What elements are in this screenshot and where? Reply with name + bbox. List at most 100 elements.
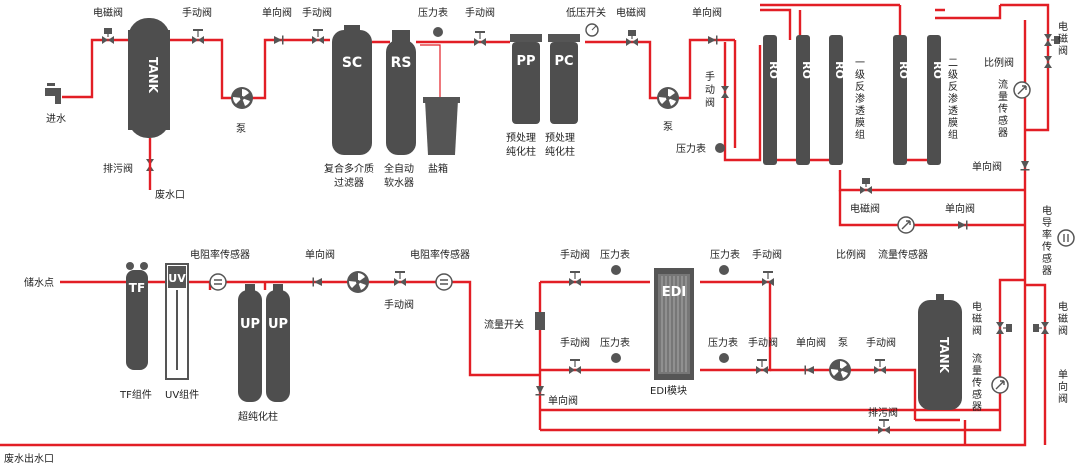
label-multimedia-filter: 复合多介质 — [324, 162, 374, 175]
label-solenoid-valve: 电磁阀 — [93, 6, 123, 19]
edi-module: EDI — [654, 268, 694, 380]
label-ratio-valve: 比例阀 — [836, 248, 866, 261]
equipment-layer: TANK SC RS PP PC — [45, 18, 962, 410]
uv-tag: UV — [168, 272, 186, 285]
up-tag: UP — [268, 317, 288, 332]
label-flow-sensor: 流量传感器 — [878, 248, 928, 261]
label-storage-point: 储水点 — [24, 276, 54, 289]
label-solenoid-left-bottom: 电 磁 阀 — [972, 300, 982, 337]
label-char: 阀 — [1058, 392, 1068, 405]
label-char: 磁 — [972, 312, 982, 325]
manual-valve-icon — [569, 359, 581, 374]
edi-tag: EDI — [662, 285, 687, 300]
flow-sensor-icon — [897, 216, 915, 234]
label-char: 二 — [948, 58, 958, 69]
label-check-valve: 单向阀 — [548, 394, 578, 407]
label-char: 电 — [1058, 20, 1068, 33]
label-inlet: 进水 — [46, 113, 66, 125]
label-solenoid-right-bottom: 电 磁 阀 — [1058, 300, 1068, 337]
label-pressure-gauge: 压力表 — [708, 336, 738, 349]
ro-membrane: RO — [796, 35, 813, 165]
up-column: UP — [266, 284, 290, 402]
label-char: 级 — [948, 69, 958, 81]
check-valve-icon — [312, 277, 322, 287]
label-char: 量 — [998, 91, 1008, 103]
manual-valve-icon — [192, 29, 204, 44]
label-char: 磁 — [1058, 32, 1068, 45]
pressure-gauge-icon — [719, 265, 729, 275]
tf-tag: TF — [129, 281, 145, 295]
flow-sensor-icon — [991, 376, 1009, 394]
label-char: 反 — [948, 81, 958, 93]
ro-membrane: RO — [893, 35, 910, 165]
labels-layer: 进水 排污阀 废水口 电磁阀 手动阀 泵 单向阀 手动阀 复合多介质 过滤器 全… — [4, 6, 1068, 465]
label-char: 传 — [998, 103, 1008, 115]
check-valve-icon — [958, 220, 968, 230]
label-char: 感 — [972, 388, 982, 401]
ro-membrane: RO — [829, 35, 846, 165]
manual-valve-icon — [756, 359, 768, 374]
label-manual-valve: 手动阀 — [866, 336, 896, 349]
label-manual-valve: 手动阀 — [384, 298, 414, 311]
manual-valve-icon — [878, 419, 890, 434]
pp-column: PP — [510, 34, 542, 124]
ro-membrane: RO — [763, 35, 780, 165]
label-char: 膜 — [948, 117, 958, 129]
label-softener: 软水器 — [384, 176, 414, 189]
label-ro-stage1: 一 级 反 渗 透 膜 组 — [855, 58, 865, 141]
ro-tag: RO — [833, 61, 846, 79]
label-char: 传 — [1042, 241, 1052, 253]
label-flow-switch: 流量开关 — [484, 318, 524, 331]
label-check-right-bottom: 单 向 阀 — [1058, 369, 1068, 405]
label-pretreatment-column: 预处理 — [506, 132, 536, 144]
label-char: 透 — [855, 105, 865, 117]
label-salt-box: 盐箱 — [428, 162, 448, 175]
label-check-valve: 单向阀 — [945, 202, 975, 215]
label-char: 器 — [972, 401, 982, 413]
solenoid-valve-icon — [996, 322, 1012, 334]
label-manual-valve: 手动阀 — [748, 336, 778, 349]
label-flow-sensor-bottom: 流 量 传 感 器 — [972, 352, 982, 413]
pressure-gauge-icon — [715, 143, 725, 153]
label-char: 感 — [1042, 252, 1052, 265]
manual-valve-icon — [474, 31, 486, 46]
ro-membranes: RO RO RO RO RO — [763, 35, 944, 165]
pump-icon — [231, 87, 253, 109]
up-columns: UP UP — [238, 284, 290, 402]
label-pump: 泵 — [236, 123, 246, 135]
solenoid-valve-icon — [102, 28, 114, 44]
conductivity-sensor-icon — [1057, 229, 1075, 247]
label-char: 级 — [855, 69, 865, 81]
label-flow-sensor-vertical: 流 量 传 感 器 — [998, 78, 1008, 139]
up-column: UP — [238, 284, 262, 402]
low-pressure-switch-icon — [585, 23, 599, 37]
sc-filter: SC — [332, 25, 372, 155]
label-drain-valve: 排污阀 — [868, 406, 898, 419]
label-drain-valve: 排污阀 — [103, 162, 133, 175]
label-char: 阀 — [972, 324, 982, 337]
label-pressure-gauge: 压力表 — [600, 336, 630, 349]
label-pressure-gauge: 压力表 — [676, 142, 706, 155]
label-pressure-gauge: 压力表 — [418, 6, 448, 19]
pressure-gauge-icon — [611, 353, 621, 363]
resistivity-sensor-icon — [209, 273, 227, 291]
manual-valve-icon — [874, 359, 886, 374]
solenoid-valve-icon — [626, 30, 638, 46]
label-solenoid-valve: 电磁阀 — [616, 6, 646, 19]
label-pump: 泵 — [663, 121, 673, 133]
label-char: 器 — [998, 127, 1008, 139]
label-check-valve: 单向阀 — [796, 336, 826, 349]
label-char: 导 — [1042, 217, 1052, 229]
tf-filter: TF — [126, 262, 148, 370]
label-resistivity-sensor: 电阻率传感器 — [410, 248, 470, 261]
label-char: 流 — [972, 352, 982, 365]
label-solenoid-top-right: 电 磁 阀 — [1058, 20, 1068, 57]
pc-tag: PC — [554, 54, 573, 69]
label-ultrapure-column: 超纯化柱 — [238, 410, 278, 423]
check-valve-icon — [708, 35, 718, 45]
pressure-gauge-icon — [719, 353, 729, 363]
label-pressure-gauge: 压力表 — [710, 248, 740, 261]
salt-box — [423, 97, 460, 155]
tank-bottom-tag: TANK — [937, 337, 951, 374]
